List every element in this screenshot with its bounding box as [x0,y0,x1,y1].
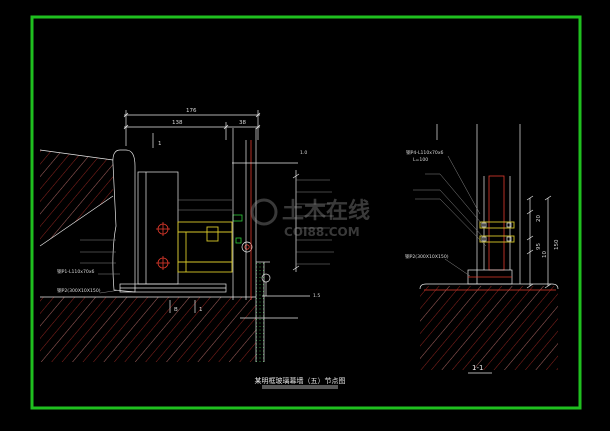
label-length-100: L=100 [413,157,428,163]
label-layer-1-5: 1.5 [313,293,320,299]
drawing-border [30,15,582,410]
label-embed-plate-p2-right: 钢P2(300X10X150) [405,253,449,260]
aluminum-profile [177,221,233,273]
concrete-edge-strip [255,261,270,362]
left-node-detail: 176 138 38 1 [39,108,334,362]
axis-marks: B 1 [169,300,203,313]
upper-wall-hatch [39,149,114,247]
anchor-bolt [156,222,170,236]
glass-panel-lines [232,128,257,300]
label-steel-angle-p1: 钢P1-L110x70x6 [57,268,95,275]
right-annotation-leaders [413,155,487,277]
floor-slab-hatch [40,296,256,362]
watermark-en: COI88.COM [284,225,360,239]
top-dimension-chain: 176 138 38 [123,108,261,146]
label-embed-plate-p2: 钢P2(300X10X150) [57,287,101,294]
dim-right-95: 95 [536,243,542,250]
floor-slab-hatch-right [419,283,559,370]
dim-overall: 176 [186,108,197,114]
section-label-1-1: 1-1 [472,364,483,372]
dim-right-20: 20 [536,215,542,222]
dim-right-10: 10 [542,251,548,258]
dim-right: 38 [239,120,246,126]
section-cut-mark: 1 [152,133,162,148]
watermark: 土木在线 COI88.COM [250,198,370,239]
connection-plates [479,221,515,243]
column-outline [112,149,136,293]
right-dimension-chain: 20 95 10 150 [526,195,560,289]
right-section-1-1: 20 95 10 150 钢P4-L110x70x6 L=100 钢P2(300… [405,124,560,374]
dim-left: 138 [172,120,183,126]
watermark-cn: 土木在线 [282,198,370,224]
anchor-bolt [156,256,170,270]
axis-mark-1: 1 [199,307,203,313]
section-label-group: 1-1 [468,364,492,374]
label-layer-1-0: 1.0 [300,150,307,156]
section-mark-number: 1 [158,141,162,147]
watermark-logo-icon [250,198,278,226]
label-steel-angle-p4: 钢P4-L110x70x6 [406,149,444,156]
axis-mark-b: B [174,307,178,313]
annotation-leaders [80,162,334,319]
drawing-title: 某明框玻璃幕墙（五）节点图 [255,376,346,385]
dim-right-150: 150 [554,239,560,250]
drawing-title-group: 某明框玻璃幕墙（五）节点图 [255,376,346,389]
